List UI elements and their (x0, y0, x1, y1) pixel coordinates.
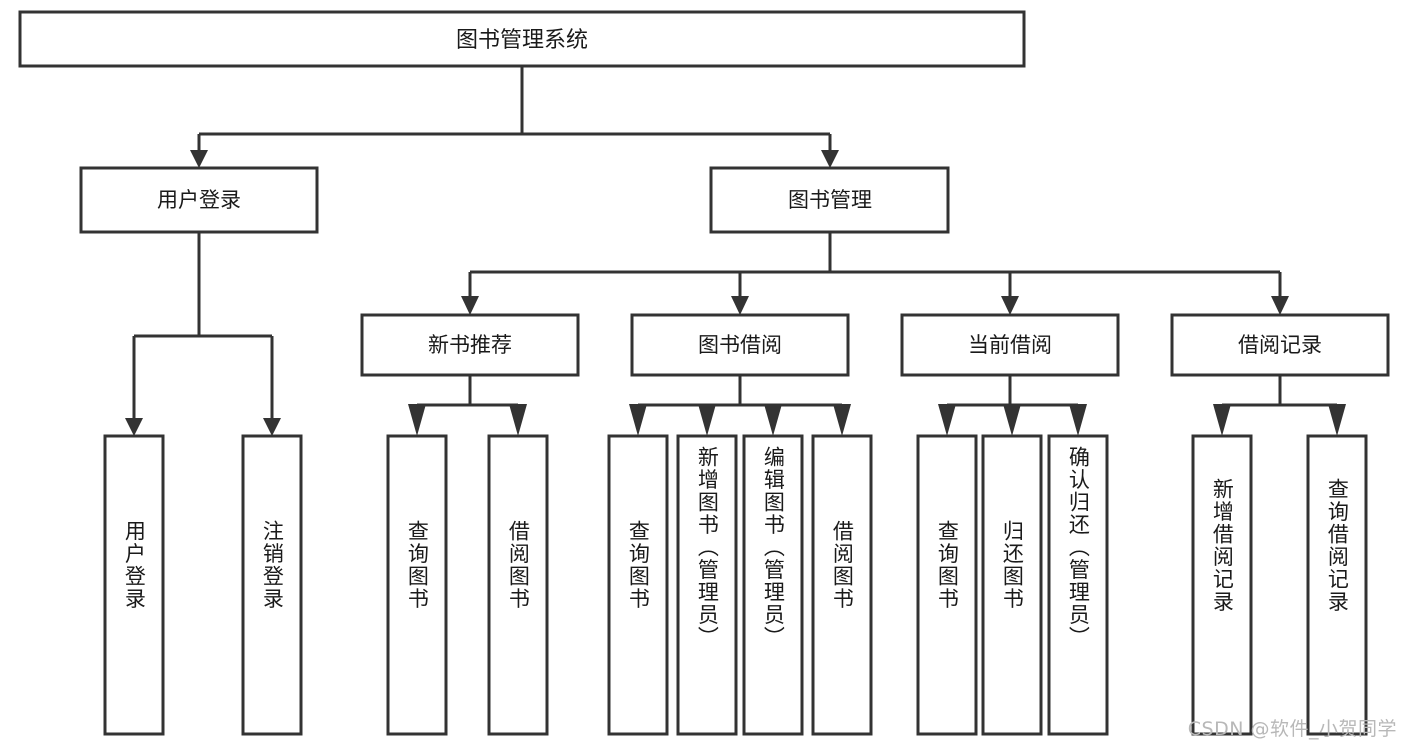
arrow-user-leaf2-icon (263, 418, 281, 436)
node-user-login-box[interactable] (79, 166, 319, 234)
arrow-record-leaf1-icon (1213, 404, 1231, 436)
leaf-box-current-return[interactable] (981, 434, 1043, 736)
arrow-root-to-bookmgmt-icon (821, 150, 839, 168)
node-book-borrow[interactable]: 图书借阅 (630, 313, 850, 377)
leaf-box-user-login[interactable] (103, 434, 165, 736)
node-new-book-recommend[interactable]: 新书推荐 (360, 313, 580, 377)
node-book-borrow-label: 图书借阅 (698, 333, 782, 357)
arrow-bookmgmt-c3-icon (1001, 296, 1019, 315)
node-user-login[interactable]: 用户登录 (79, 166, 319, 234)
arrow-current-leaf1-icon (938, 404, 956, 436)
node-root-label: 图书管理系统 (456, 28, 588, 53)
arrow-bookmgmt-c4-icon (1271, 296, 1289, 315)
node-book-management[interactable]: 图书管理 (709, 166, 950, 234)
arrow-user-leaf1-icon (125, 418, 143, 436)
connector-group (125, 66, 1346, 436)
node-book-borrow-box[interactable] (630, 313, 850, 377)
node-root[interactable]: 图书管理系统 (18, 10, 1026, 68)
leaf-box-borrow-borrow[interactable] (811, 434, 873, 736)
arrow-borrow-leaf1-icon (629, 404, 647, 436)
node-borrow-record-box[interactable] (1170, 313, 1390, 377)
arrow-borrow-leaf3-icon (764, 404, 782, 436)
node-borrow-record-label: 借阅记录 (1238, 333, 1322, 357)
watermark-label: CSDN @软件_小贺同学 (1187, 718, 1397, 740)
arrow-borrow-leaf2-icon (698, 404, 716, 436)
node-new-book-recommend-label: 新书推荐 (428, 333, 512, 357)
arrow-current-leaf3-icon (1069, 404, 1087, 436)
arrow-current-leaf2-icon (1003, 404, 1021, 436)
node-user-login-label: 用户登录 (157, 188, 241, 212)
node-current-borrow-box[interactable] (900, 313, 1120, 377)
leaf-box-newbook-query[interactable] (386, 434, 448, 736)
leaf-box-current-confirm[interactable] (1047, 434, 1109, 736)
arrow-root-to-user-icon (190, 150, 208, 168)
leaf-box-borrow-add[interactable] (676, 434, 738, 736)
node-current-borrow-label: 当前借阅 (968, 333, 1052, 357)
leaf-box-borrow-query[interactable] (607, 434, 669, 736)
node-root-box[interactable] (18, 10, 1026, 68)
arrow-record-leaf2-icon (1328, 404, 1346, 436)
leaf-box-group (103, 434, 1368, 736)
node-borrow-record[interactable]: 借阅记录 (1170, 313, 1390, 377)
leaf-box-record-query[interactable] (1306, 434, 1368, 736)
node-new-book-recommend-box[interactable] (360, 313, 580, 377)
arrow-newbook-leaf2-icon (509, 404, 527, 436)
leaf-box-current-query[interactable] (916, 434, 978, 736)
arrow-bookmgmt-c1-icon (461, 296, 479, 315)
leaf-box-newbook-borrow[interactable] (487, 434, 549, 736)
node-book-management-label: 图书管理 (788, 188, 872, 212)
node-current-borrow[interactable]: 当前借阅 (900, 313, 1120, 377)
leaf-box-logout[interactable] (241, 434, 303, 736)
arrow-bookmgmt-c2-icon (731, 296, 749, 315)
node-book-management-box[interactable] (709, 166, 950, 234)
arrow-borrow-leaf4-icon (833, 404, 851, 436)
leaf-box-borrow-edit[interactable] (742, 434, 804, 736)
leaf-box-record-add[interactable] (1191, 434, 1253, 736)
arrow-newbook-leaf1-icon (408, 404, 426, 436)
